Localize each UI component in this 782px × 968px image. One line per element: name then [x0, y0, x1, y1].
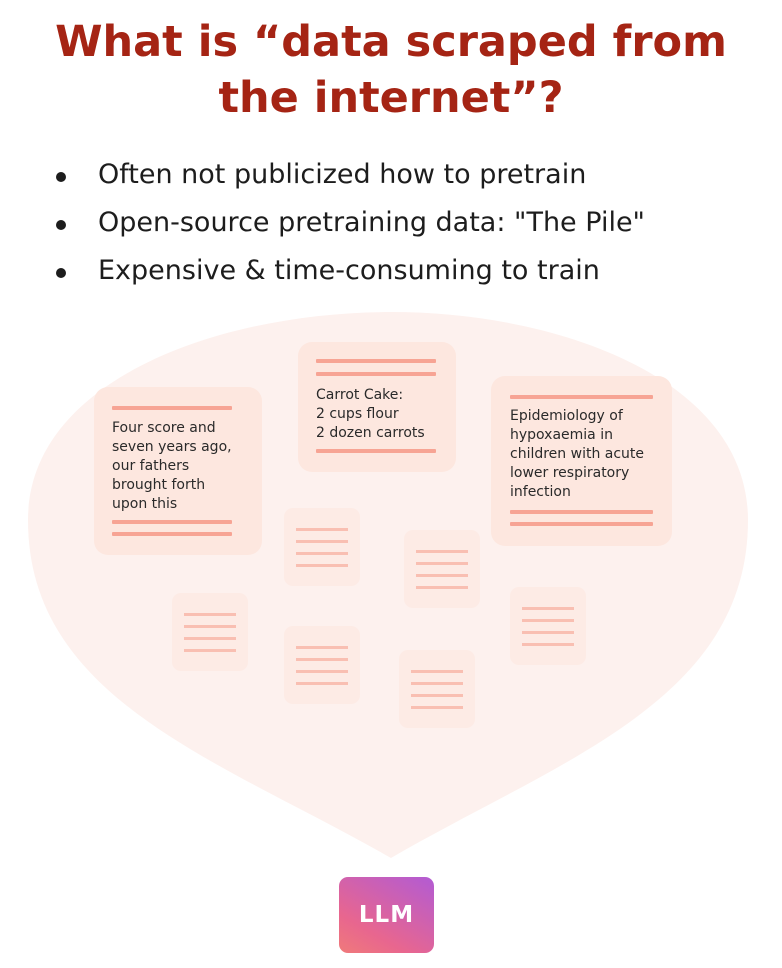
bullet-item: Expensive & time-consuming to train	[50, 251, 750, 299]
thumbnail-rule	[411, 670, 463, 673]
bullet-list: Often not publicized how to pretrain Ope…	[50, 155, 750, 299]
document-thumbnail	[404, 530, 480, 608]
thumbnail-rule	[296, 528, 348, 531]
title-line-2: the internet”?	[218, 73, 564, 123]
thumbnail-rule	[296, 646, 348, 649]
thumbnail-rule	[296, 540, 348, 543]
document-thumbnail	[284, 626, 360, 704]
bullet-item: Open-source pretraining data: "The Pile"	[50, 203, 750, 251]
llm-label: LLM	[358, 902, 415, 928]
thumbnail-rule	[184, 637, 236, 640]
card-rule	[510, 522, 653, 526]
document-thumbnail	[172, 593, 248, 671]
bullet-text: Expensive & time-consuming to train	[98, 255, 600, 286]
thumbnail-rule	[416, 562, 468, 565]
card-rule	[112, 406, 232, 410]
thumbnail-rule	[522, 607, 574, 610]
thumbnail-rule	[416, 586, 468, 589]
thumbnail-rule	[184, 625, 236, 628]
thumbnail-rule	[416, 550, 468, 553]
bullet-dot-icon	[56, 268, 66, 278]
card-rule	[316, 359, 436, 363]
card-rule	[112, 532, 232, 536]
thumbnail-rule	[411, 694, 463, 697]
document-thumbnail	[510, 587, 586, 665]
bullet-text: Often not publicized how to pretrain	[98, 159, 587, 190]
thumbnail-rule	[416, 574, 468, 577]
card-rule	[316, 372, 436, 376]
thumbnail-rule	[522, 631, 574, 634]
thumbnail-rule	[296, 658, 348, 661]
card-rule	[112, 520, 232, 524]
bullet-dot-icon	[56, 172, 66, 182]
thumbnail-rule	[411, 682, 463, 685]
page-title: What is “data scraped from the internet”…	[0, 14, 782, 126]
title-line-1: What is “data scraped from	[55, 17, 727, 67]
thumbnail-rule	[522, 619, 574, 622]
document-text-speech: Four score and seven years ago, our fath…	[112, 420, 232, 512]
document-text-recipe: Carrot Cake: 2 cups flour 2 dozen carrot…	[316, 387, 425, 441]
thumbnail-rule	[184, 649, 236, 652]
thumbnail-rule	[296, 670, 348, 673]
document-card-paper: Epidemiology of hypoxaemia in children w…	[491, 376, 672, 546]
thumbnail-rule	[296, 552, 348, 555]
document-card-recipe: Carrot Cake: 2 cups flour 2 dozen carrot…	[298, 342, 456, 472]
thumbnail-rule	[411, 706, 463, 709]
card-rule	[316, 449, 436, 453]
llm-model-box: LLM	[339, 877, 434, 953]
document-thumbnail	[399, 650, 475, 728]
bullet-dot-icon	[56, 220, 66, 230]
card-rule	[510, 510, 653, 514]
bullet-text: Open-source pretraining data: "The Pile"	[98, 207, 645, 238]
document-card-speech: Four score and seven years ago, our fath…	[94, 387, 262, 555]
bullet-item: Often not publicized how to pretrain	[50, 155, 750, 203]
thumbnail-rule	[522, 643, 574, 646]
thumbnail-rule	[184, 613, 236, 616]
thumbnail-rule	[296, 564, 348, 567]
document-thumbnail	[284, 508, 360, 586]
thumbnail-rule	[296, 682, 348, 685]
document-text-paper: Epidemiology of hypoxaemia in children w…	[510, 408, 645, 500]
card-rule	[510, 395, 653, 399]
